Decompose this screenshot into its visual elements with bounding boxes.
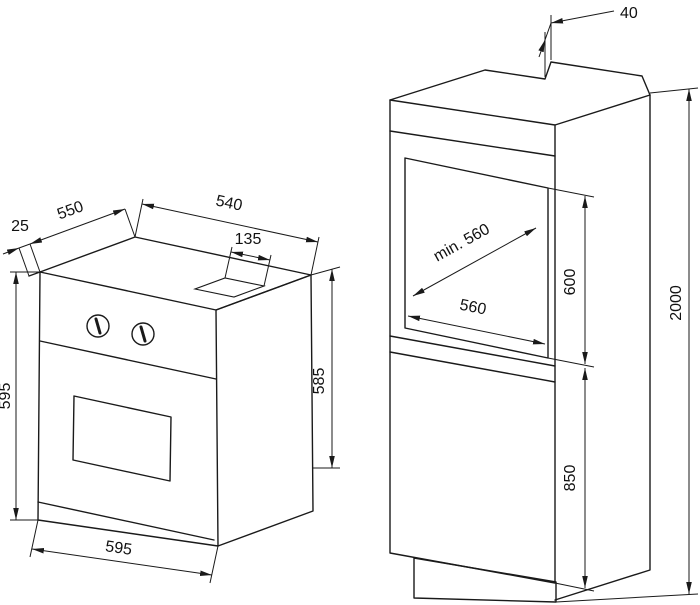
dim-oven-body-width: 540 — [134, 193, 320, 276]
dim-niche-width: 560 — [407, 297, 546, 345]
knob-left — [86, 314, 110, 338]
dim-label-oven-depth: 550 — [55, 198, 86, 223]
dim-label-body-width: 540 — [214, 193, 244, 215]
cabinet-geometry — [389, 61, 651, 603]
dim-total-height: 2000 — [555, 87, 699, 603]
dim-label-total-height: 2000 — [668, 285, 685, 321]
oven-knobs — [86, 314, 155, 346]
oven-view: 595 25 550 540 135 — [0, 193, 341, 584]
oven-door-window — [72, 395, 172, 482]
dim-oven-depth: 25 550 — [2, 198, 136, 277]
dim-label-niche-depth: min. 560 — [431, 221, 493, 266]
dim-label-niche-width: 560 — [458, 297, 488, 319]
dim-label-fascia-offset: 25 — [11, 218, 29, 235]
dim-oven-body-height: 585 — [310, 266, 341, 469]
dim-oven-height: 595 — [0, 271, 40, 521]
dim-label-body-height: 585 — [311, 368, 328, 395]
knob-right — [131, 322, 155, 346]
cabinet-view: 40 min. 560 560 600 850 2000 — [389, 5, 699, 603]
dim-label-oven-width: 595 — [104, 538, 133, 559]
vent-cutout — [192, 277, 267, 298]
oven-niche — [404, 157, 549, 359]
dim-label-niche-height: 600 — [562, 269, 579, 296]
dim-label-oven-height: 595 — [0, 383, 14, 410]
dim-label-rear-gap: 40 — [620, 5, 638, 22]
dim-niche-height: 600 850 — [547, 187, 595, 592]
dim-label-lower-height: 850 — [562, 465, 579, 492]
dim-rear-gap: 40 — [538, 5, 638, 77]
oven-body-geometry — [28, 236, 314, 547]
dim-oven-vent: 135 — [224, 231, 272, 287]
dim-niche-depth: min. 560 — [412, 221, 537, 297]
dim-label-vent: 135 — [235, 231, 262, 248]
dim-oven-width: 595 — [29, 519, 219, 584]
